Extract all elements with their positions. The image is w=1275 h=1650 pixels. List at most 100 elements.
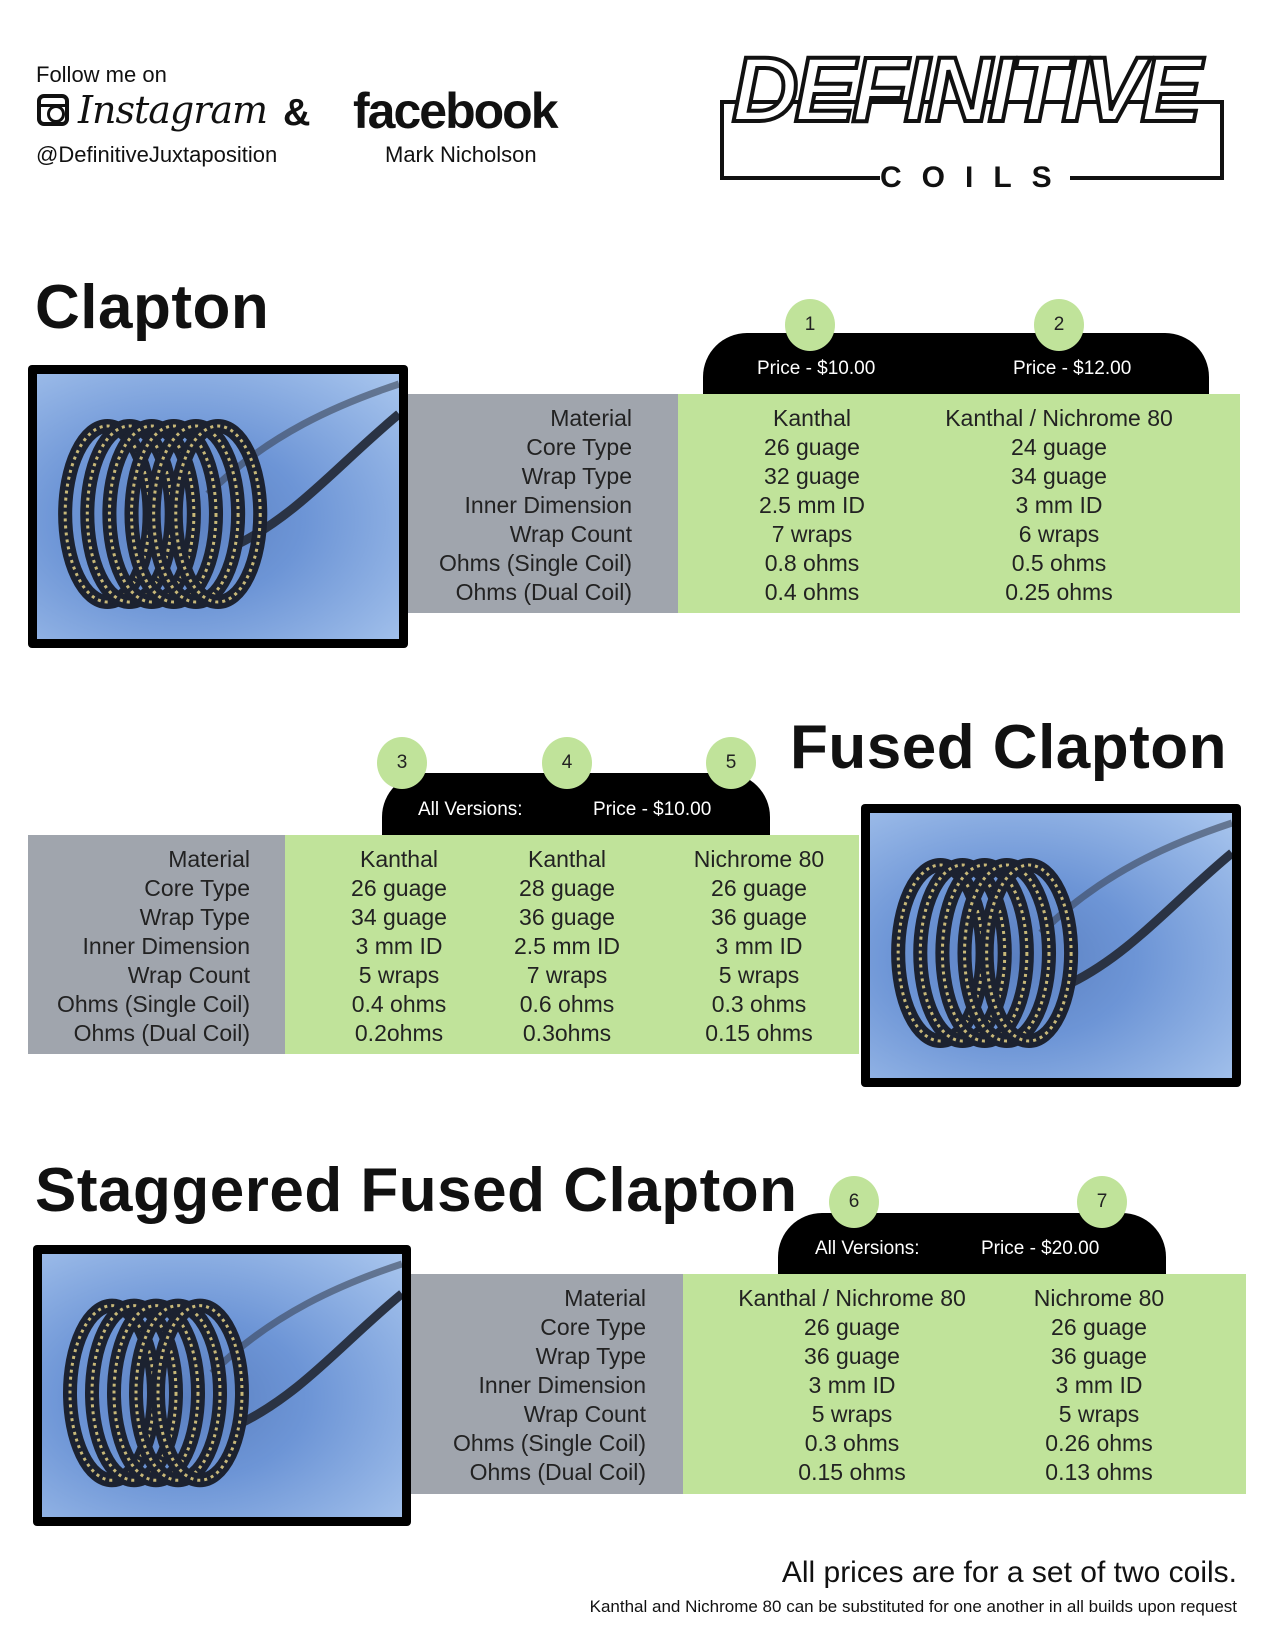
spec-value: Nichrome 80 [693, 846, 825, 872]
facebook-name: Mark Nicholson [385, 142, 537, 167]
coil-image [870, 813, 1232, 1078]
spec-row-label: Core Type [526, 434, 632, 460]
price-label: Price - $20.00 [981, 1238, 1100, 1259]
instagram-link[interactable]: Instagram [78, 88, 268, 132]
spec-label-panel [408, 394, 678, 613]
coil-photo [33, 1245, 411, 1526]
price-label: All Versions: [418, 799, 523, 820]
spec-value: 32 guage [764, 463, 860, 489]
coil-image [42, 1254, 402, 1517]
spec-value: Kanthal / Nichrome 80 [738, 1285, 966, 1311]
spec-value: 0.13 ohms [1045, 1459, 1153, 1485]
spec-row-label: Ohms (Single Coil) [453, 1430, 646, 1456]
spec-row-label: Wrap Count [523, 1401, 646, 1427]
spec-value: 0.15 ohms [705, 1020, 813, 1046]
spec-value: Kanthal [527, 846, 607, 872]
logo-sub-text: COILS [880, 160, 1072, 196]
coil-photo [28, 365, 408, 648]
option-number-badge: 4 [542, 737, 592, 789]
definitive-coils-logo: DEFINITIVE COILS [720, 28, 1228, 196]
ampersand: & [283, 92, 311, 134]
spec-row-label: Wrap Count [127, 962, 250, 988]
spec-value: 0.26 ohms [1045, 1430, 1153, 1456]
spec-row-label: Wrap Type [521, 463, 632, 489]
spec-value: 6 wraps [1018, 521, 1100, 547]
spec-row-label: Ohms (Single Coil) [57, 991, 250, 1017]
spec-value: 34 guage [351, 904, 447, 930]
spec-value: 0.3ohms [522, 1020, 612, 1046]
spec-value: 36 guage [1051, 1343, 1147, 1369]
spec-value: Nichrome 80 [1033, 1285, 1165, 1311]
option-number-badge: 2 [1034, 299, 1084, 351]
spec-value: 7 wraps [771, 521, 853, 547]
option-number-badge: 7 [1077, 1176, 1127, 1228]
spec-value: 26 guage [1051, 1314, 1147, 1340]
spec-row-label: Wrap Type [535, 1343, 646, 1369]
spec-value: 3 mm ID [1015, 492, 1103, 518]
logo-main-text: DEFINITIVE [730, 37, 1204, 143]
spec-value: 3 mm ID [715, 933, 803, 959]
price-label: All Versions: [815, 1238, 920, 1259]
spec-row-label: Wrap Count [509, 521, 632, 547]
spec-row-label: Inner Dimension [478, 1372, 646, 1398]
spec-row-label: Inner Dimension [82, 933, 250, 959]
spec-row-label: Material [564, 1285, 646, 1311]
spec-value: 26 guage [764, 434, 860, 460]
option-number-badge: 1 [785, 299, 835, 351]
price-label: Price - $10.00 [757, 358, 876, 379]
spec-value: 26 guage [711, 875, 807, 901]
section-title: Fused Clapton [790, 713, 1228, 782]
spec-value: 2.5 mm ID [758, 492, 866, 518]
option-number-badge: 5 [706, 737, 756, 789]
spec-value-panel [285, 835, 859, 1054]
option-number-badge: 6 [829, 1176, 879, 1228]
spec-value: 26 guage [351, 875, 447, 901]
spec-value: 2.5 mm ID [513, 933, 621, 959]
spec-value: Kanthal / Nichrome 80 [945, 405, 1173, 431]
spec-value: 36 guage [804, 1343, 900, 1369]
spec-value: 3 mm ID [355, 933, 443, 959]
spec-value: 34 guage [1011, 463, 1107, 489]
spec-value: 5 wraps [358, 962, 440, 988]
spec-value: 0.2ohms [354, 1020, 444, 1046]
spec-label-panel [28, 835, 285, 1054]
spec-row-label: Material [168, 846, 250, 872]
section-title: Staggered Fused Clapton [35, 1156, 798, 1225]
facebook-link[interactable]: facebook [353, 83, 559, 139]
footer-note: All prices are for a set of two coils. [781, 1556, 1237, 1589]
spec-value: 3 mm ID [808, 1372, 896, 1398]
spec-value: 0.25 ohms [1005, 579, 1113, 605]
spec-value: 0.4 ohms [351, 991, 447, 1017]
spec-row-label: Inner Dimension [464, 492, 632, 518]
spec-row-label: Wrap Type [139, 904, 250, 930]
coil-photo [861, 804, 1241, 1087]
spec-value: 0.4 ohms [764, 579, 860, 605]
price-label: Price - $10.00 [593, 799, 712, 820]
spec-value: 7 wraps [526, 962, 608, 988]
spec-value-panel [683, 1274, 1246, 1494]
spec-value: Kanthal [359, 846, 439, 872]
spec-row-label: Core Type [540, 1314, 646, 1340]
coil-image [37, 374, 399, 639]
footer-subnote: Kanthal and Nichrome 80 can be substitut… [589, 1597, 1237, 1616]
instagram-icon [37, 94, 69, 126]
price-banner: All Versions: Price - $20.00 [778, 1213, 1166, 1274]
spec-row-label: Core Type [144, 875, 250, 901]
spec-value: 3 mm ID [1055, 1372, 1143, 1398]
spec-row-label: Ohms (Dual Coil) [455, 579, 632, 605]
spec-value: 36 guage [711, 904, 807, 930]
spec-value: 0.6 ohms [519, 991, 615, 1017]
follow-text: Follow me on [36, 62, 167, 87]
spec-value: 24 guage [1011, 434, 1107, 460]
spec-value: 36 guage [519, 904, 615, 930]
spec-row-label: Ohms (Dual Coil) [469, 1459, 646, 1485]
instagram-handle: @DefinitiveJuxtaposition [36, 142, 278, 167]
spec-row-label: Ohms (Dual Coil) [73, 1020, 250, 1046]
spec-value: 0.3 ohms [711, 991, 807, 1017]
spec-value: 0.15 ohms [798, 1459, 906, 1485]
spec-value: 0.3 ohms [804, 1430, 900, 1456]
spec-value: 0.5 ohms [1011, 550, 1107, 576]
section-title: Clapton [35, 273, 270, 342]
spec-value: 0.8 ohms [764, 550, 860, 576]
